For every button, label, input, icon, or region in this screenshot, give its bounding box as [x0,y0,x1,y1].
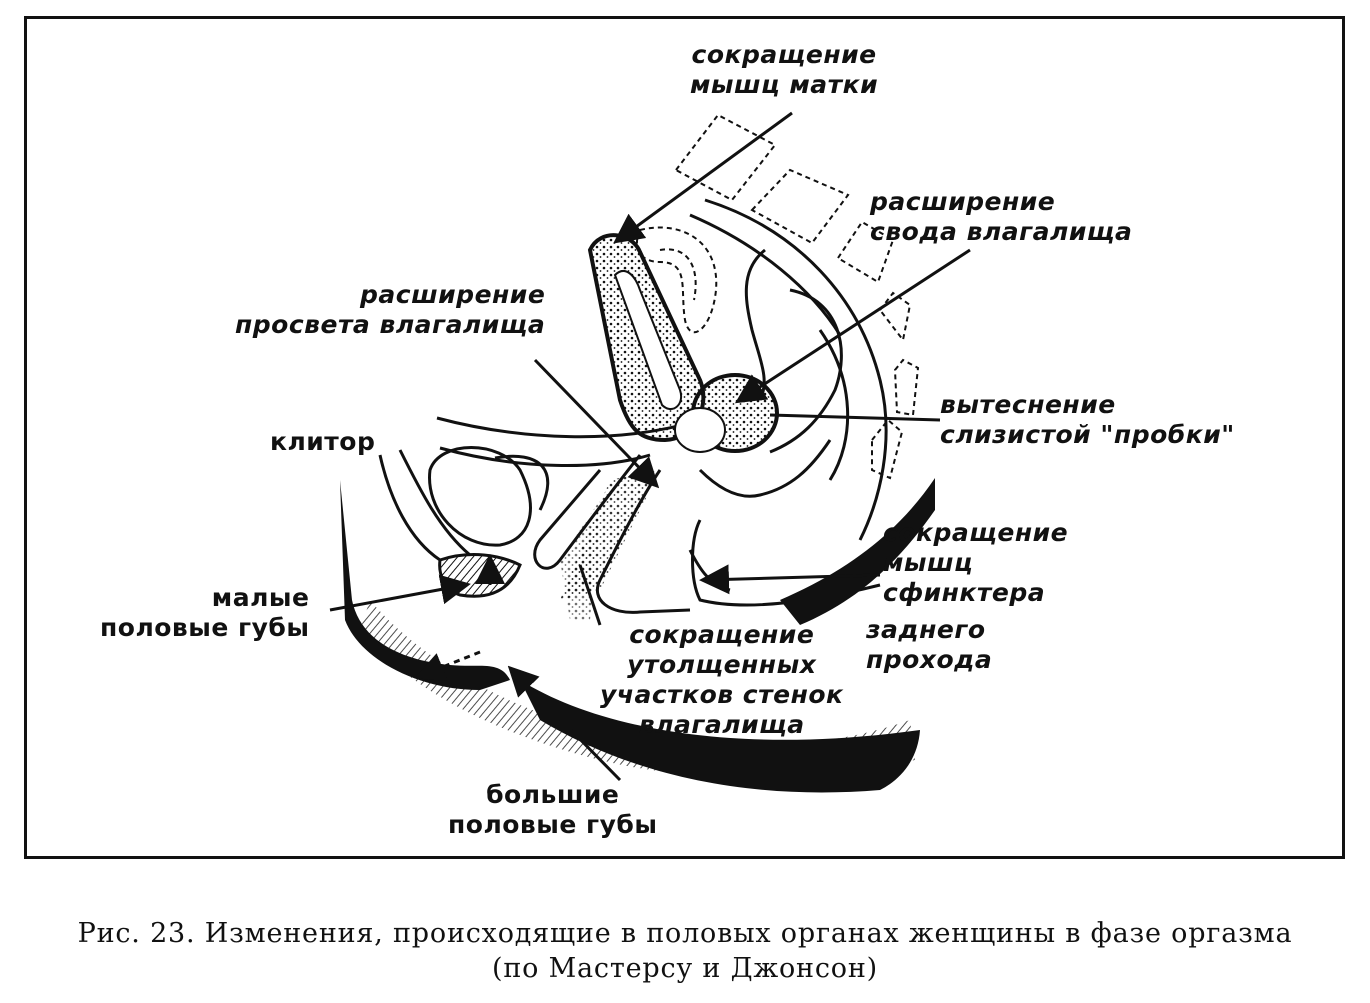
label-lumen-expansion: расширение просвета влагалища [235,280,546,339]
pointer-lines [329,111,971,782]
label-sphincter-contraction: сокращение мышц сфинктера [883,518,1069,607]
uterus [587,233,706,443]
figure-caption-source: (по Мастерсу и Джонсон) [492,953,878,984]
perineal-outline [520,680,920,793]
buttock-upper-hatch [780,478,935,625]
bladder [428,446,550,547]
label-uterus-contraction: сокращение мышц матки [690,40,879,99]
label-clitoris: клитор [270,427,376,456]
clitoris-shape [378,449,471,562]
figure-frame [24,16,1345,859]
figure-caption: Рис. 23. Изменения, происходящие в полов… [77,918,1293,949]
label-mucus-plug: вытеснение слизистой "пробки" [940,390,1235,449]
labia-majora-shape [340,480,510,690]
label-anus: заднего прохода [866,615,993,674]
perineum-dotted [560,500,600,620]
label-labia-minora: малые половые губы [100,583,310,642]
labia-minora-shape [438,553,522,598]
label-walls-contraction: сокращение утолщенных участков стенок вл… [600,620,844,739]
label-vault-expansion: расширение свода влагалища [870,187,1133,246]
label-labia-majora: большие половые губы [448,780,658,839]
